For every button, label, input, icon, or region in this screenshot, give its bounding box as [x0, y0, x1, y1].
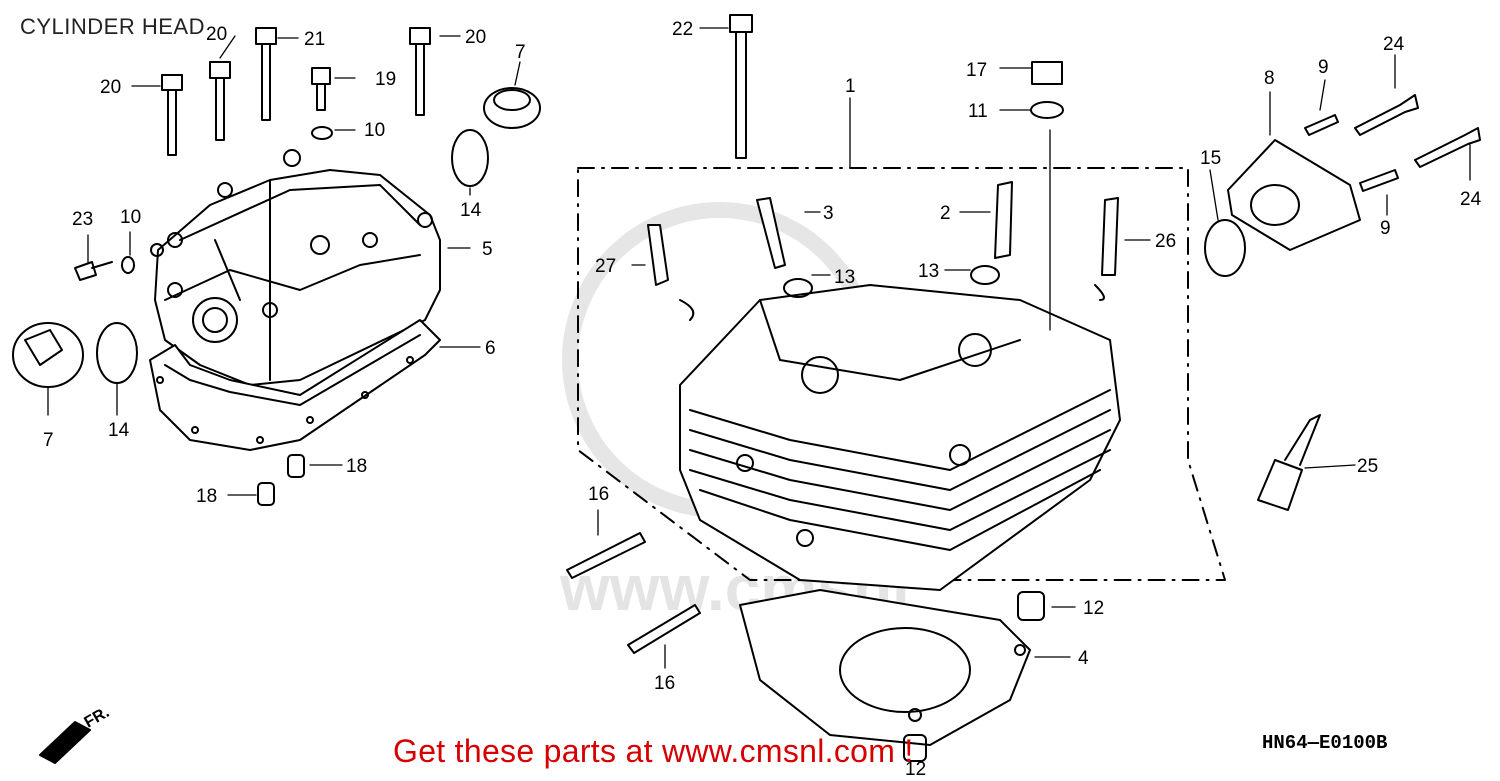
washer-10-top — [311, 126, 333, 140]
o-ring-15 — [1204, 219, 1246, 277]
leader-lines — [47, 27, 1471, 669]
label-part-2: 2 — [940, 203, 951, 224]
label-part-26: 26 — [1155, 231, 1176, 252]
spark-plug-drawing — [1257, 414, 1321, 511]
label-part-20-mid: 20 — [206, 24, 227, 45]
label-part-18-a: 18 — [346, 456, 367, 477]
label-part-13-intake: 13 — [834, 267, 855, 288]
cover-gasket-drawing — [149, 319, 441, 451]
valve-guide-2 — [994, 181, 1013, 259]
cover-bolt-19 — [311, 67, 331, 111]
valve-guide-27 — [647, 224, 695, 321]
dowel-12-right — [1017, 591, 1045, 621]
label-part-19: 19 — [375, 69, 396, 90]
label-part-12-right: 12 — [1083, 598, 1104, 619]
dowel-18-b — [257, 482, 275, 506]
washer-10-left — [121, 256, 135, 274]
valve-guide-3 — [756, 197, 786, 269]
bolt-24-lower — [1414, 127, 1481, 168]
label-part-20-left: 20 — [100, 77, 121, 98]
dowel-18-a — [287, 454, 305, 478]
bolt-24-upper — [1354, 94, 1419, 136]
label-part-21: 21 — [304, 29, 325, 50]
stud-9-upper — [1304, 114, 1339, 136]
stud-9-lower — [1359, 169, 1399, 192]
stud-16-upper — [566, 532, 646, 579]
label-part-16-upper: 16 — [588, 484, 609, 505]
diagram-title: CYLINDER HEAD — [20, 14, 205, 39]
label-part-20-right: 20 — [465, 27, 486, 48]
dowel-12-bottom — [903, 734, 927, 762]
head-cover-drawing — [150, 149, 441, 386]
label-part-7-left: 7 — [43, 430, 54, 451]
insulator-drawing — [1227, 139, 1361, 251]
label-part-1: 1 — [845, 76, 856, 97]
o-ring-14-top — [451, 129, 489, 187]
label-part-15: 15 — [1200, 148, 1221, 169]
label-part-9-lower: 9 — [1380, 218, 1391, 239]
diagram-code: HN64—E0100B — [1262, 732, 1388, 754]
label-part-7-top: 7 — [515, 42, 526, 63]
label-part-10-left: 10 — [120, 207, 141, 228]
o-ring-13-exhaust — [970, 265, 1000, 285]
label-part-3: 3 — [823, 203, 834, 224]
front-direction-arrow — [39, 721, 91, 764]
tappet-cap-top — [483, 87, 541, 129]
label-part-16-lower: 16 — [654, 673, 675, 694]
label-part-14-left: 14 — [108, 420, 130, 441]
label-part-12-bottom: 12 — [905, 759, 926, 780]
label-part-22: 22 — [672, 19, 693, 40]
label-part-24-lower: 24 — [1460, 189, 1482, 210]
label-part-13-exhaust: 13 — [918, 261, 939, 282]
cover-bolt-20-left — [161, 74, 183, 156]
bolt-23 — [74, 261, 113, 281]
label-part-27: 27 — [595, 256, 616, 277]
label-part-4: 4 — [1078, 648, 1089, 669]
cap-nut-17 — [1031, 61, 1063, 85]
label-part-6: 6 — [485, 338, 496, 359]
label-part-9-upper: 9 — [1318, 57, 1329, 78]
label-part-25: 25 — [1357, 456, 1378, 477]
head-gasket-drawing — [739, 589, 1031, 746]
part-labels: 1 2 3 4 5 6 7 7 8 9 9 10 10 11 12 12 13 … — [43, 19, 1482, 780]
label-part-10-top: 10 — [364, 120, 385, 141]
cover-bolt-21 — [255, 27, 277, 121]
valve-guide-26 — [1094, 197, 1119, 301]
label-part-24-upper: 24 — [1383, 34, 1405, 55]
label-part-5: 5 — [482, 239, 493, 260]
label-part-18-b: 18 — [196, 486, 217, 507]
o-ring-13-intake — [783, 278, 813, 298]
promo-banner: Get these parts at www.cmsnl.com ! — [393, 733, 914, 769]
o-ring-14-left — [96, 322, 138, 384]
head-bolt-22 — [729, 14, 753, 159]
stud-16-lower — [627, 604, 701, 654]
label-part-14-top: 14 — [460, 200, 482, 221]
tappet-cap-left — [12, 322, 84, 388]
label-part-23: 23 — [72, 209, 93, 230]
cover-bolt-20-mid — [209, 61, 231, 141]
label-part-8: 8 — [1264, 68, 1275, 89]
cover-bolt-20-right — [409, 27, 431, 116]
label-part-11: 11 — [968, 101, 988, 122]
label-part-17: 17 — [966, 60, 987, 81]
cylinder-head-drawing — [679, 284, 1121, 591]
head-assembly-bracket — [577, 167, 1226, 581]
washer-11 — [1030, 101, 1064, 119]
